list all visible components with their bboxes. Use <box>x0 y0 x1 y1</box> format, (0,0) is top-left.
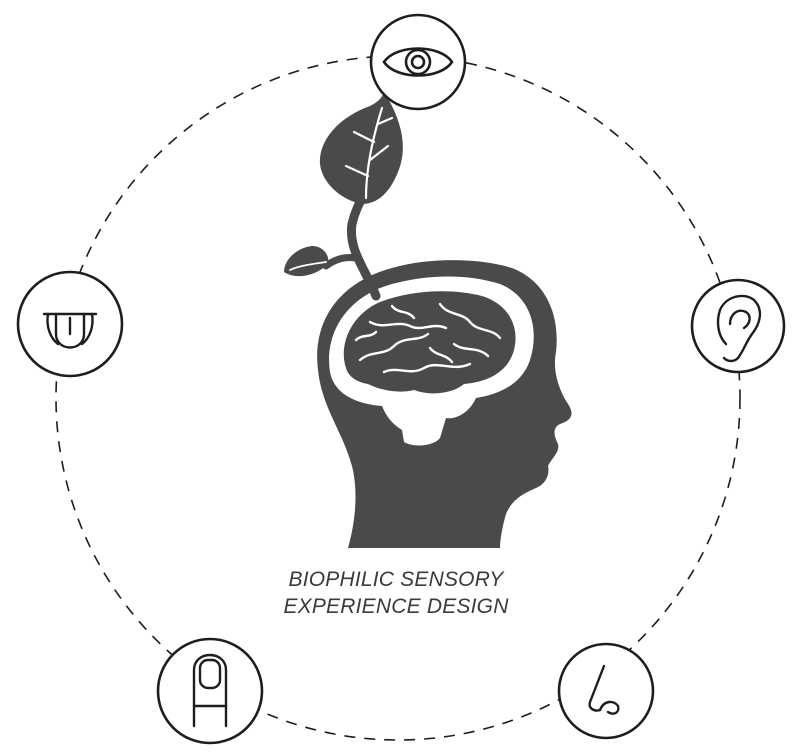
tongue-icon <box>42 312 98 349</box>
brain <box>343 291 516 394</box>
nose-icon <box>588 664 620 715</box>
eye-icon <box>382 47 454 77</box>
leaf-large-veins <box>344 106 394 200</box>
leaf-large <box>319 92 403 204</box>
leaf-small-vein <box>289 261 327 271</box>
sense-node-touch <box>156 637 264 745</box>
leaf-small <box>284 246 329 277</box>
brain-folds <box>354 302 502 374</box>
sense-node-smell <box>557 642 655 740</box>
diagram-caption: BIOPHILIC SENSORY EXPERIENCE DESIGN <box>226 566 566 620</box>
caption-line-2: EXPERIENCE DESIGN <box>283 595 509 618</box>
finger-icon <box>192 653 228 728</box>
sense-node-sight <box>369 13 467 111</box>
plant-branch <box>322 254 360 270</box>
caption-line-1: BIOPHILIC SENSORY <box>288 568 504 591</box>
head-brain-plant-icon <box>284 92 572 548</box>
ear-icon <box>716 294 762 363</box>
sense-node-hearing <box>690 278 786 374</box>
sense-node-taste <box>16 270 124 378</box>
